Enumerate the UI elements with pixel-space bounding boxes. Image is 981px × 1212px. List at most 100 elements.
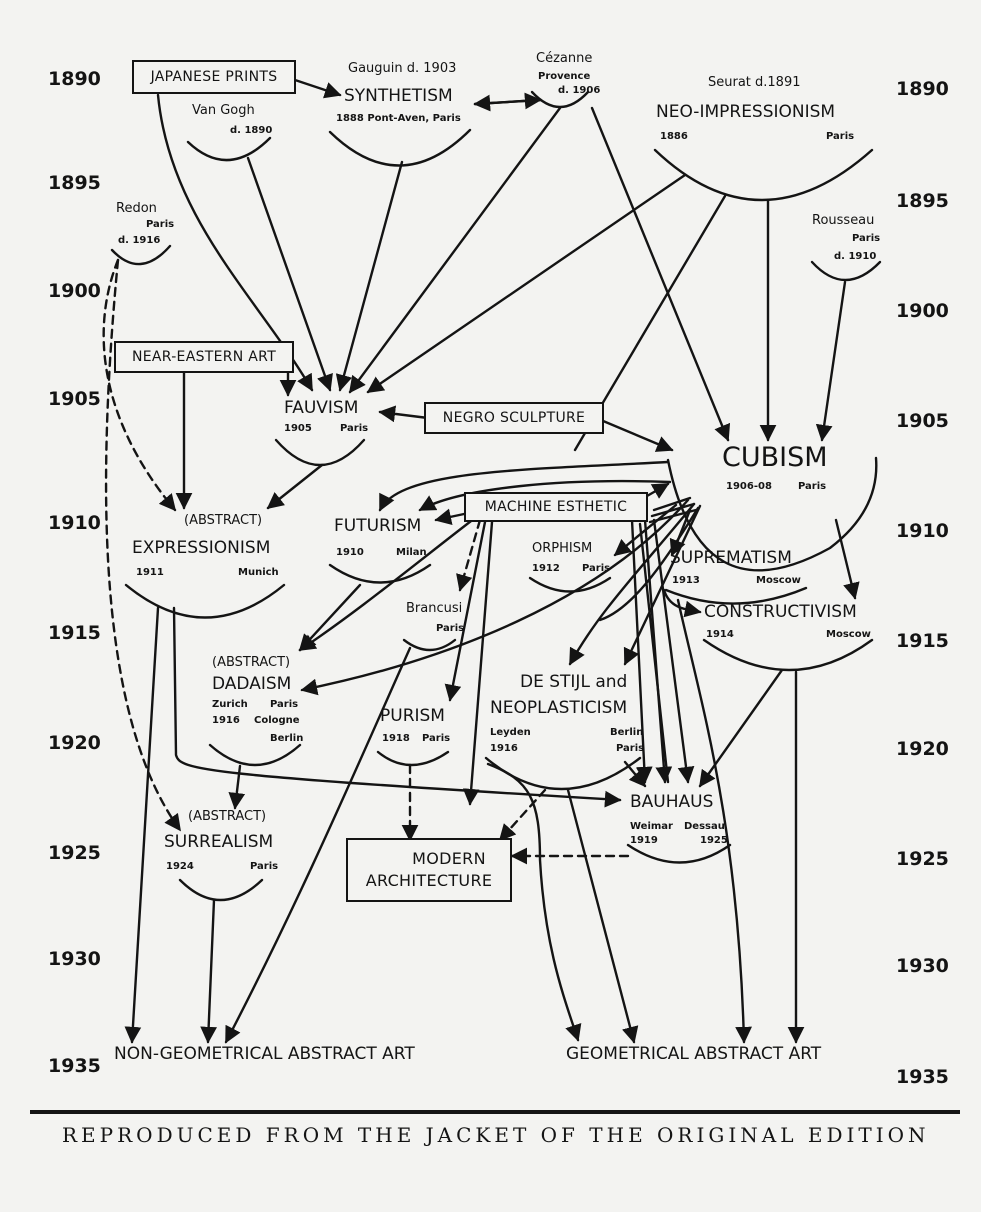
- node-rousseau-detail: d. 1910: [834, 251, 877, 262]
- node-destijl-title1: DE STIJL and: [520, 672, 628, 692]
- edge-redon-expressionism: [102, 258, 177, 512]
- edge-cubism-destijl: [568, 502, 696, 666]
- node-fauvism-city: Paris: [340, 423, 369, 434]
- edge-machine-brancusi: [456, 518, 482, 592]
- node-vangogh-name: Van Gogh: [192, 103, 255, 118]
- edge-fauvism-expressionism: [266, 463, 324, 510]
- edge-surrealism-nongeometric: [200, 898, 218, 1044]
- year-label-right: 1915: [896, 630, 949, 652]
- edge-machine-purism: [444, 520, 487, 702]
- year-label-left: 1910: [48, 512, 101, 534]
- node-futurism-title: FUTURISM: [334, 516, 422, 536]
- edge-dadaism-surrealism: [228, 764, 246, 810]
- edge-futurism-dadaism: [298, 583, 362, 652]
- year-label-right: 1905: [896, 410, 949, 432]
- box-label: NEGRO SCULPTURE: [442, 410, 586, 426]
- divider-rule: [30, 1110, 960, 1114]
- edge-machine-bauhaus3: [630, 518, 653, 784]
- node-cubism-city: Paris: [798, 481, 827, 492]
- node-dadaism-line3: Berlin: [270, 733, 304, 744]
- node-expressionism-city: Munich: [238, 567, 279, 578]
- node-redon-detail: d. 1916: [118, 235, 161, 246]
- node-surrealism-city: Paris: [250, 861, 279, 872]
- edge-synthetism-cezanne: [473, 92, 542, 110]
- node-expressionism-title: EXPRESSIONISM: [132, 538, 271, 558]
- year-label-right: 1910: [896, 520, 949, 542]
- edge-suprematism-constructivism: [662, 588, 702, 618]
- outcome-non-geometrical: NON-GEOMETRICAL ABSTRACT ART: [114, 1044, 415, 1064]
- arc-suprematism: [664, 586, 808, 605]
- edge-vangogh-fauvism: [246, 156, 333, 392]
- node-vangogh-detail: d. 1890: [230, 125, 273, 136]
- node-dadaism-line1a: Zurich: [212, 699, 248, 710]
- hatch-machine: [648, 496, 698, 524]
- node-expressionism-year: 1911: [136, 567, 164, 578]
- node-cezanne-name: Cézanne: [536, 51, 593, 66]
- box-near-eastern-art: NEAR-EASTERN ART: [114, 341, 294, 373]
- node-seurat-name: Seurat d.1891: [708, 75, 801, 90]
- node-bauhaus-year1: 1919: [630, 835, 658, 846]
- edge-cezanne-fauvism: [348, 106, 562, 394]
- arc-futurism: [328, 563, 432, 584]
- outcome-geometrical: GEOMETRICAL ABSTRACT ART: [566, 1044, 822, 1064]
- node-neoimpressionism-city: Paris: [826, 131, 855, 142]
- node-gauguin-name: Gauguin d. 1903: [348, 61, 457, 76]
- node-dadaism-line1b: Paris: [270, 699, 299, 710]
- node-suprematism-title: SUPREMATISM: [670, 548, 792, 568]
- box-label: MODERN: [412, 848, 486, 868]
- node-futurism-city: Milan: [396, 547, 427, 558]
- node-dadaism-line2b: Cologne: [254, 715, 300, 726]
- edge-cubism-constructivism: [834, 518, 860, 600]
- edge-cubism-dadaism-a: [300, 498, 690, 696]
- arc-redon: [110, 244, 172, 266]
- node-fauvism-title: FAUVISM: [284, 398, 359, 418]
- box-negro-sculpture: NEGRO SCULPTURE: [424, 402, 604, 434]
- year-label-left: 1905: [48, 388, 101, 410]
- node-surrealism-title: SURREALISM: [164, 832, 274, 852]
- year-label-left: 1930: [48, 948, 101, 970]
- box-japanese-prints: JAPANESE PRINTS: [132, 60, 296, 94]
- arc-orphism: [528, 576, 612, 593]
- year-label-left: 1935: [48, 1055, 101, 1077]
- year-label-right: 1895: [896, 190, 949, 212]
- node-cubism-year: 1906-08: [726, 481, 772, 492]
- edge-machine-modern: [462, 520, 494, 806]
- arc-seurat: [653, 148, 874, 202]
- node-surrealism-pre: (ABSTRACT): [188, 809, 267, 824]
- node-cubism-title: CUBISM: [722, 442, 828, 473]
- box-label: JAPANESE PRINTS: [150, 69, 278, 85]
- edge-expressionism-nongeometric: [124, 606, 160, 1044]
- node-dadaism-title: DADAISM: [212, 674, 292, 694]
- node-destijl-city3: Paris: [616, 743, 645, 754]
- node-destijl-city2: Berlin: [610, 727, 644, 738]
- node-suprematism-city: Moscow: [756, 575, 801, 586]
- node-rousseau-name: Rousseau: [812, 213, 875, 228]
- node-dadaism-line2a: 1916: [212, 715, 240, 726]
- node-neoimpressionism-year: 1886: [660, 131, 688, 142]
- arc-bauhaus: [626, 843, 732, 864]
- node-constructivism-year: 1914: [706, 629, 734, 640]
- edge-redon-surrealism: [104, 258, 182, 832]
- edge-negro-fauvism: [378, 405, 430, 423]
- edge-expressionism-bauhaus: [172, 606, 622, 808]
- arc-constructivism: [702, 638, 874, 672]
- node-constructivism-title: CONSTRUCTIVISM: [704, 602, 857, 622]
- year-label-left: 1915: [48, 622, 101, 644]
- node-redon-name: Redon: [116, 201, 157, 216]
- arc-rousseau: [810, 260, 882, 282]
- node-redon-place: Paris: [146, 219, 175, 230]
- node-destijl-city1: Leyden: [490, 727, 531, 738]
- edge-destijl-geometric2: [486, 762, 582, 1042]
- year-label-right: 1930: [896, 955, 949, 977]
- edge-constructivism-bauhaus: [698, 668, 784, 788]
- year-label-left: 1900: [48, 280, 101, 302]
- edge-negro-cubism: [594, 416, 674, 452]
- node-bauhaus-year2: 1925: [700, 835, 728, 846]
- year-label-right: 1890: [896, 78, 949, 100]
- arc-purism: [376, 750, 450, 767]
- edge-destijl-modern: [498, 788, 547, 842]
- node-cezanne-detail: d. 1906: [558, 85, 601, 96]
- node-bauhaus-title: BAUHAUS: [630, 792, 714, 812]
- node-synthetism-detail: 1888 Pont-Aven, Paris: [336, 113, 461, 124]
- year-label-right: 1900: [896, 300, 949, 322]
